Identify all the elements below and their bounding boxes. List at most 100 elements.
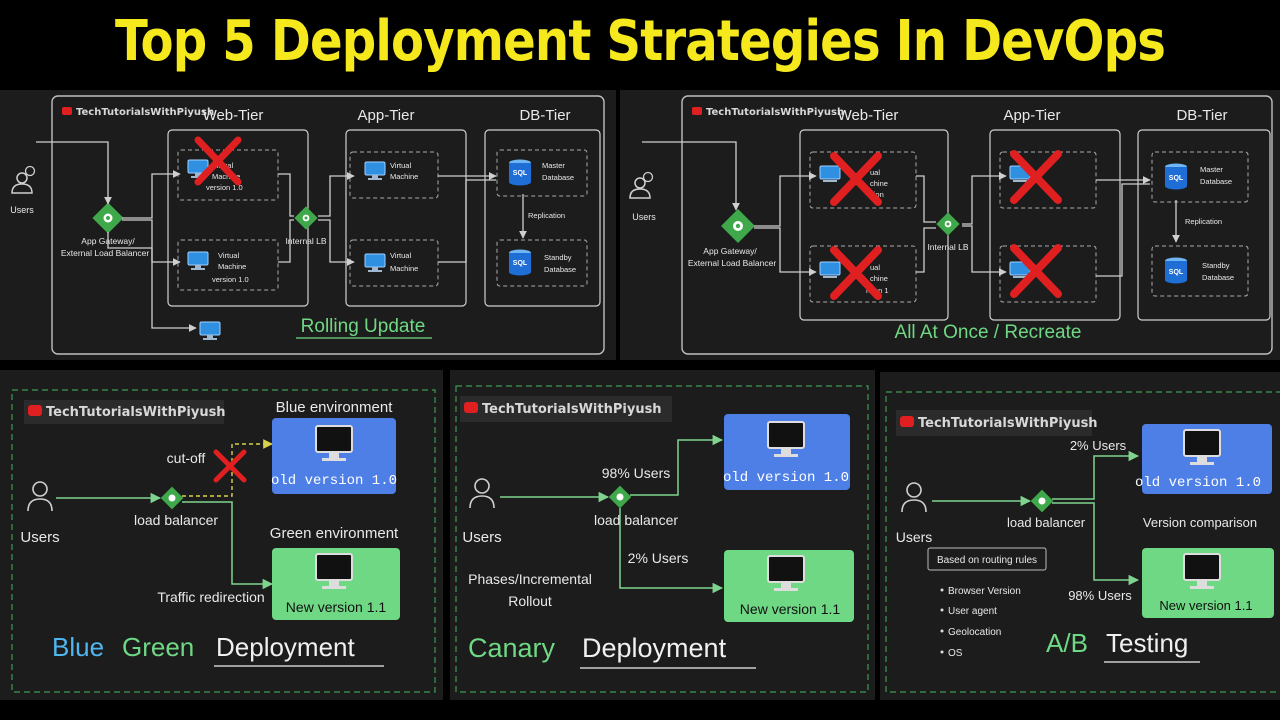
- traffic-redirection-label: Traffic redirection: [157, 589, 264, 605]
- caption-deployment: Deployment: [582, 633, 727, 663]
- vm-label: Virtual: [218, 251, 239, 260]
- red-x-icon: [830, 246, 882, 300]
- brand-watermark: TechTutorialsWithPiyush: [46, 405, 226, 420]
- monitor-icon: [1183, 429, 1221, 465]
- old-version-label: old version 1.0: [271, 473, 397, 489]
- green-environment-label: Green environment: [270, 525, 399, 542]
- phases-label: Phases/Incremental: [468, 571, 592, 587]
- new-version-label: New version 1.1: [1159, 598, 1252, 613]
- db-label: Master: [1200, 165, 1223, 174]
- rule-bullet: OS: [948, 648, 963, 659]
- db-label: Standby: [544, 253, 572, 262]
- traffic-2-label: 2% Users: [1070, 438, 1127, 453]
- db-label: Database: [1202, 273, 1234, 282]
- traffic-98-label: 98% Users: [1068, 588, 1132, 603]
- vm-icon: [819, 261, 841, 278]
- load-balancer-label: load balancer: [594, 512, 678, 528]
- blue-green-panel: TechTutorialsWithPiyush Users load balan…: [0, 370, 443, 700]
- vm-label: Virtual: [390, 251, 411, 260]
- db-label: Database: [542, 173, 574, 182]
- vm-icon: [187, 251, 209, 271]
- user-icon: [901, 482, 927, 513]
- red-x-icon: [1010, 150, 1062, 204]
- db-label: Master: [542, 161, 565, 170]
- traffic-98-label: 98% Users: [602, 465, 670, 481]
- caption-blue: Blue: [52, 632, 104, 662]
- traffic-2-label: 2% Users: [628, 550, 689, 566]
- red-x-icon: [830, 152, 882, 206]
- brand-watermark: TechTutorialsWithPiyush: [482, 402, 662, 417]
- canary-panel: TechTutorialsWithPiyush Users load balan…: [450, 370, 875, 700]
- tier-label-db: DB-Tier: [519, 107, 570, 124]
- internal-lb-label: Internal LB: [285, 236, 326, 246]
- ab-testing-panel: TechTutorialsWithPiyush Users load balan…: [880, 372, 1280, 700]
- ab-testing-diagram: TechTutorialsWithPiyush Users load balan…: [885, 391, 1280, 693]
- internal-lb-label: Internal LB: [927, 242, 968, 252]
- vm-icon: [364, 253, 386, 273]
- vm-label: Machine: [212, 172, 240, 181]
- page-title: Top 5 Deployment Strategies In DevOps: [114, 9, 1166, 74]
- tier-label-app: App-Tier: [358, 107, 415, 124]
- users-label: Users: [896, 529, 933, 545]
- gateway-label-2: External Load Balancer: [61, 248, 150, 258]
- youtube-icon: [464, 402, 478, 413]
- vm-label: Virtual: [390, 161, 411, 170]
- caption-deployment: Deployment: [216, 632, 356, 662]
- canary-diagram: TechTutorialsWithPiyush Users load balan…: [455, 385, 869, 693]
- tier-label-web: Web-Tier: [203, 107, 264, 124]
- users-label: Users: [10, 205, 34, 215]
- gateway-icon: [721, 209, 755, 243]
- load-balancer-label: load balancer: [1007, 515, 1086, 530]
- new-version-box: [1142, 548, 1274, 618]
- brand-watermark: TechTutorialsWithPiyush: [706, 107, 844, 118]
- youtube-icon: [62, 107, 72, 115]
- routing-rules-label: Based on routing rules: [937, 555, 1037, 566]
- old-version-label: old version 1.0: [723, 470, 849, 486]
- rolling-update-diagram: TechTutorialsWithPiyush Web-Tier App-Tie…: [10, 95, 605, 355]
- user-icon: [27, 481, 53, 512]
- caption-green: Green: [122, 632, 194, 662]
- red-x-icon: [1010, 244, 1062, 298]
- load-balancer-icon: [1030, 489, 1054, 513]
- monitor-icon: [315, 425, 353, 461]
- sql-label: SQL: [1169, 269, 1184, 276]
- youtube-icon: [692, 107, 702, 115]
- caption-testing: Testing: [1106, 628, 1188, 658]
- vm-icon: [364, 161, 386, 181]
- load-balancer-label: load balancer: [134, 512, 218, 528]
- red-x-icon: [194, 136, 242, 186]
- sql-db-icon: [1165, 257, 1187, 284]
- vm-label: chine: [870, 274, 888, 283]
- vm-version: version 1.0: [206, 183, 243, 192]
- users-label: Users: [462, 529, 501, 546]
- internal-lb-icon: [936, 212, 960, 236]
- version-comparison-label: Version comparison: [1143, 515, 1257, 530]
- db-label: Database: [544, 265, 576, 274]
- tier-label-web: Web-Tier: [838, 107, 899, 124]
- brand-watermark: TechTutorialsWithPiyush: [76, 107, 214, 118]
- db-label: Database: [1200, 177, 1232, 186]
- vm-label: chine: [870, 179, 888, 188]
- monitor-icon: [767, 421, 805, 457]
- replication-label: Replication: [1185, 217, 1222, 226]
- cutoff-label: cut-off: [167, 450, 206, 466]
- monitor-icon: [767, 555, 805, 591]
- internal-lb-icon: [294, 206, 318, 230]
- replication-label: Replication: [528, 211, 565, 220]
- vm-icon: [819, 165, 841, 182]
- youtube-icon: [900, 416, 914, 427]
- rollout-label: Rollout: [508, 593, 552, 609]
- rule-bullet: Geolocation: [948, 627, 1001, 638]
- red-x-icon: [213, 449, 247, 483]
- vm-label: Machine: [390, 172, 418, 181]
- load-balancer-icon: [608, 485, 632, 509]
- new-version-label: New version 1.1: [740, 601, 841, 617]
- strategy-caption: All At Once / Recreate: [895, 322, 1082, 343]
- rule-bullet: Browser Version: [948, 586, 1021, 597]
- users-label: Users: [20, 529, 59, 546]
- user-icon: [469, 478, 495, 509]
- tier-label-app: App-Tier: [1004, 107, 1061, 124]
- caption-canary: Canary: [468, 633, 556, 663]
- gateway-label-2: External Load Balancer: [688, 258, 777, 268]
- sql-label: SQL: [513, 260, 528, 267]
